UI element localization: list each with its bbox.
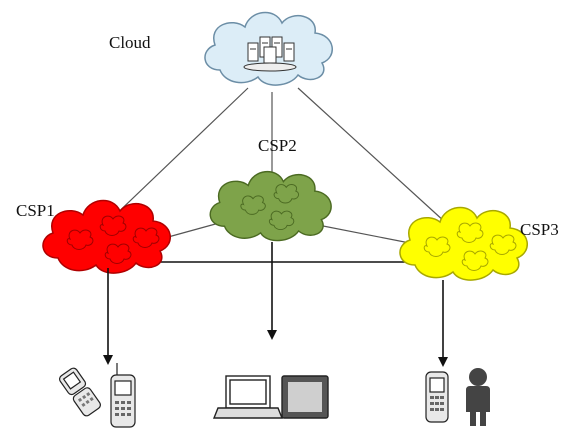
person-icon (466, 368, 490, 426)
tablet-icon (281, 375, 329, 419)
csp2-cloud (209, 170, 332, 242)
mobile-phone-icon (110, 363, 136, 428)
csp1-cloud (42, 199, 172, 274)
cloud-label: Cloud (109, 33, 151, 52)
flip-phone-icon (59, 367, 101, 417)
laptop-icon (212, 375, 284, 419)
server-cluster-icon (243, 36, 297, 72)
csp3-cloud (399, 206, 529, 281)
csp2-label: CSP2 (258, 136, 297, 155)
edge-cloud-csp3 (297, 87, 446, 223)
csp3-label: CSP3 (520, 220, 559, 239)
csp1-label: CSP1 (16, 201, 55, 220)
edge-csp2-csp3 (317, 224, 421, 246)
mobile-phone-icon (425, 371, 449, 423)
edge-cloud-csp1 (107, 87, 249, 223)
cloud-node (204, 11, 334, 86)
